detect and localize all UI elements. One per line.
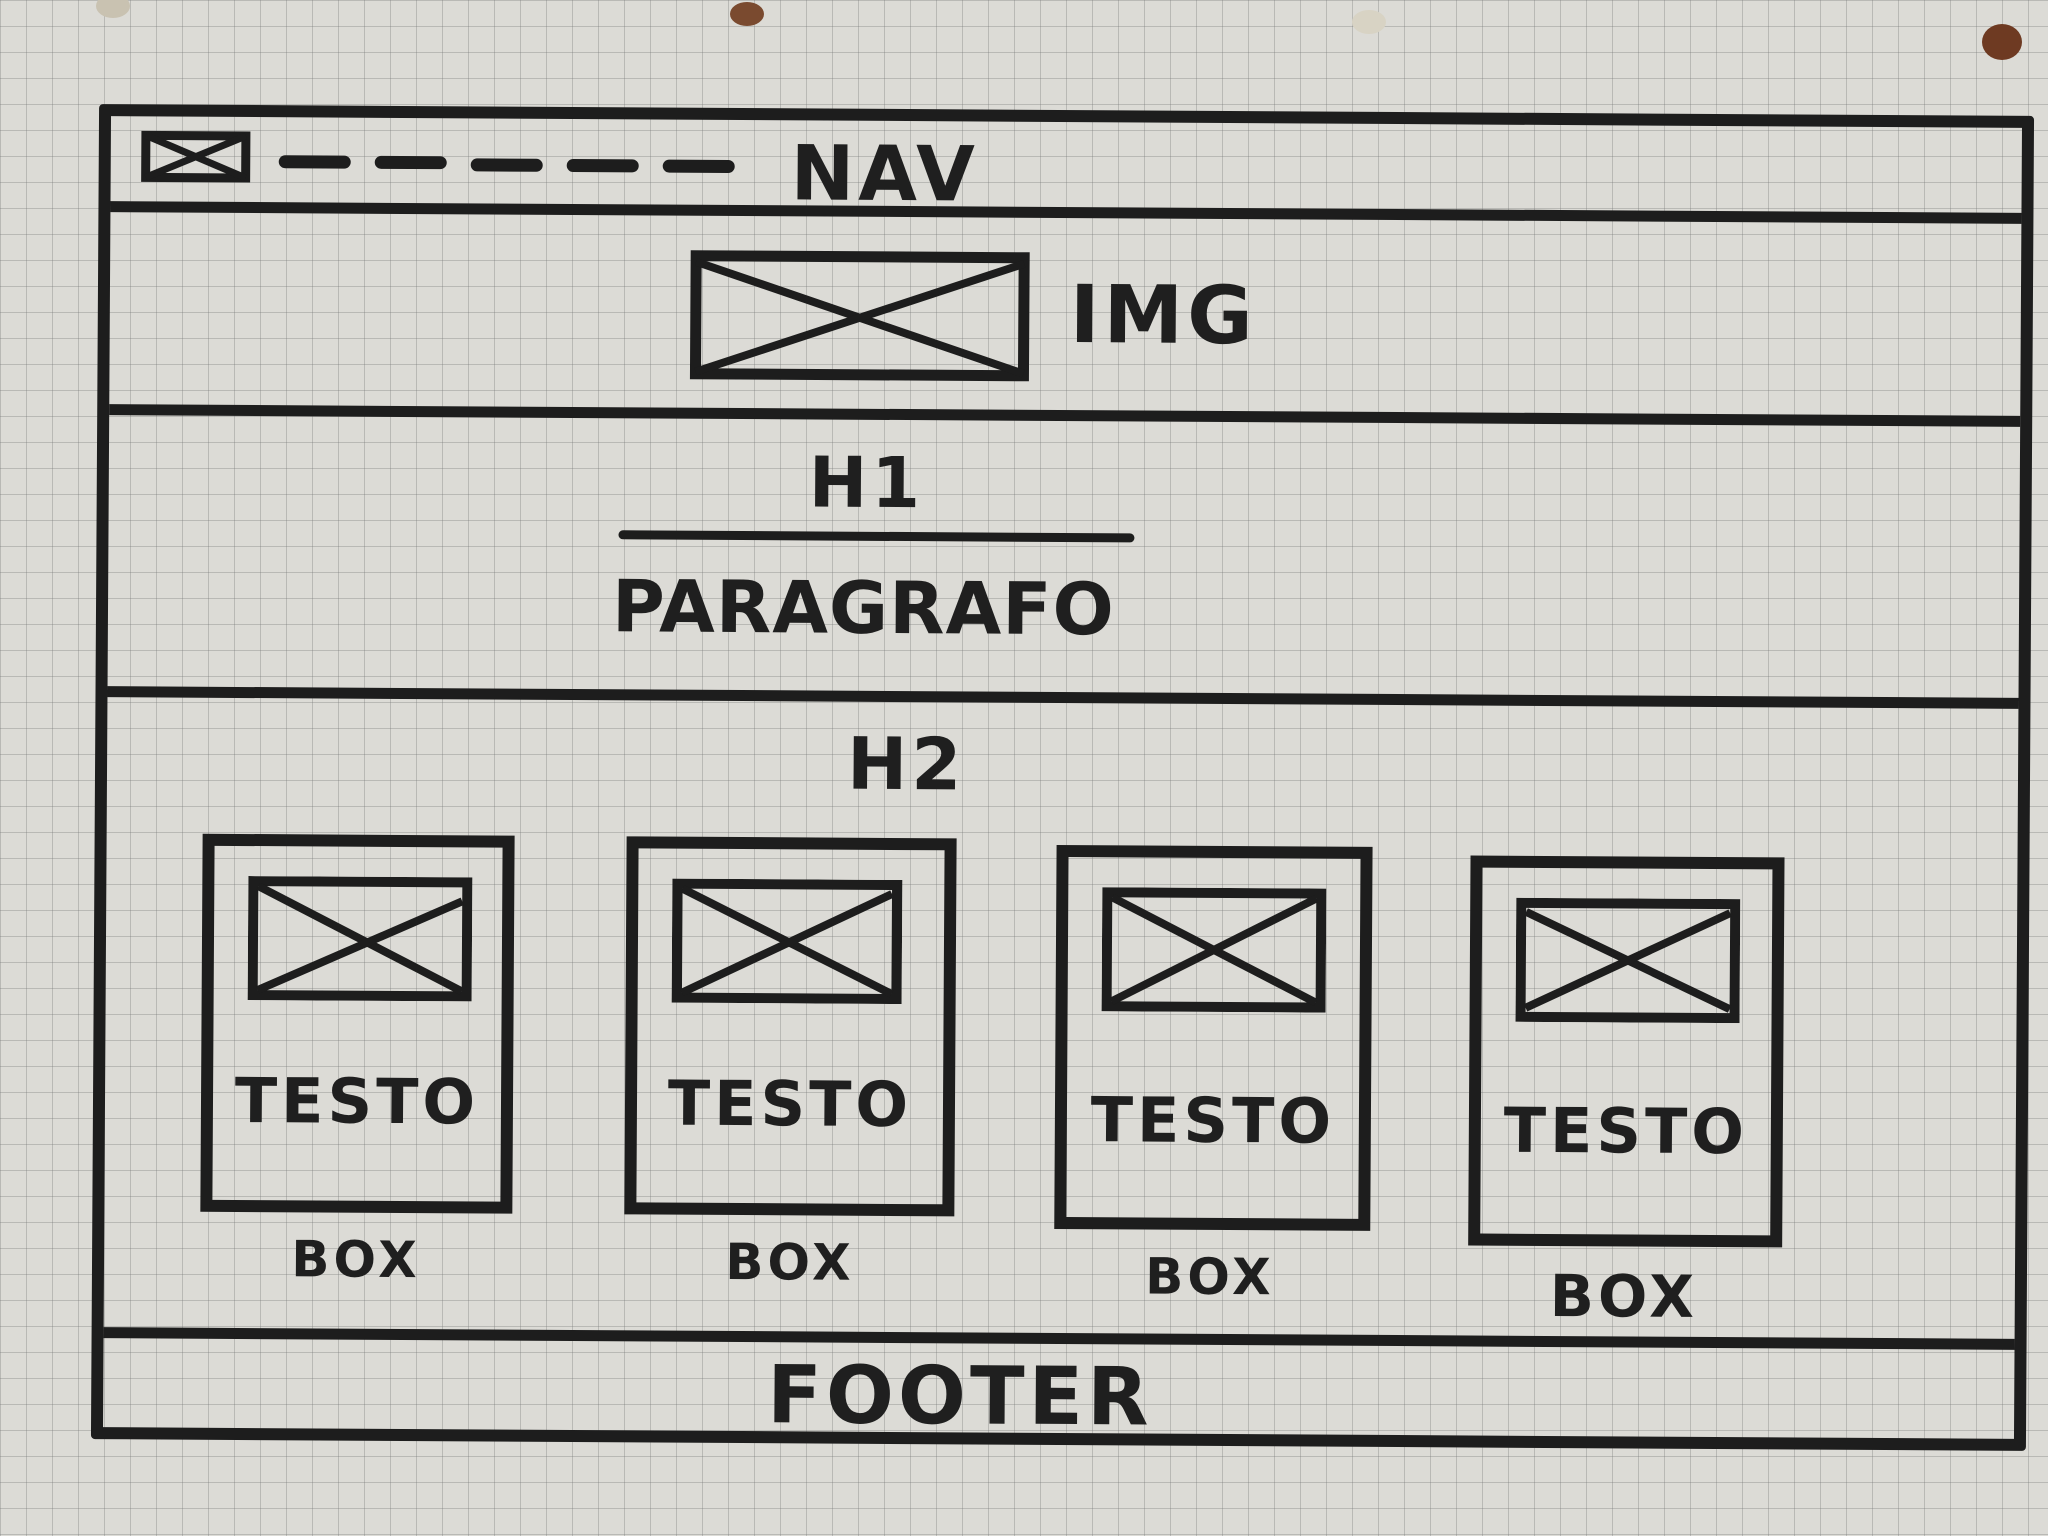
intro-paragraph: PARAGRAFO <box>611 564 1115 652</box>
nav-link-placeholder[interactable] <box>470 158 543 172</box>
box-image-placeholder-icon <box>1515 897 1741 1024</box>
box-image-placeholder-icon <box>671 878 903 1005</box>
pushpin <box>730 2 764 26</box>
box-text: TESTO <box>667 1066 913 1142</box>
content-section: H2 TESTO BOX TESTO <box>104 697 2019 1339</box>
box-image-placeholder-icon <box>1101 887 1327 1013</box>
pushpin <box>96 0 130 18</box>
content-box[interactable]: TESTO <box>1054 844 1373 1231</box>
box-caption: BOX <box>725 1232 855 1292</box>
box-caption: BOX <box>1549 1261 1699 1331</box>
hero-section: IMG <box>109 212 2022 427</box>
box-text: TESTO <box>234 1063 480 1139</box>
heading-divider <box>618 530 1135 543</box>
page-heading-h1: H1 <box>808 441 925 525</box>
box-text: TESTO <box>1503 1093 1749 1169</box>
nav-link-placeholder[interactable] <box>374 155 447 170</box>
logo-image-placeholder-icon <box>141 130 251 183</box>
nav-label: NAV <box>790 128 980 219</box>
section-heading-h2: H2 <box>846 721 966 807</box>
wireframe-page: NAV IMG H1 PARAGRAFO H2 <box>90 104 2035 1451</box>
content-box[interactable]: TESTO <box>200 833 515 1214</box>
footer: FOOTER <box>102 1327 2015 1451</box>
nav-link-placeholder[interactable] <box>566 158 639 173</box>
intro-section: H1 PARAGRAFO <box>107 415 2021 709</box>
content-box[interactable]: TESTO <box>1468 855 1785 1248</box>
nav-link-placeholder[interactable] <box>278 155 351 169</box>
box-image-placeholder-icon <box>247 876 473 1002</box>
box-text: TESTO <box>1090 1083 1336 1158</box>
pushpin <box>1352 10 1386 34</box>
pushpin <box>1982 24 2022 60</box>
nav-link-placeholder[interactable] <box>662 159 735 173</box>
hero-image-label: IMG <box>1069 268 1258 363</box>
content-box[interactable]: TESTO <box>624 836 957 1217</box>
nav-bar: NAV <box>110 116 2022 224</box>
hero-image-placeholder-icon <box>689 250 1030 382</box>
box-caption: BOX <box>291 1230 421 1290</box>
box-caption: BOX <box>1145 1247 1275 1307</box>
footer-label: FOOTER <box>766 1348 1153 1444</box>
